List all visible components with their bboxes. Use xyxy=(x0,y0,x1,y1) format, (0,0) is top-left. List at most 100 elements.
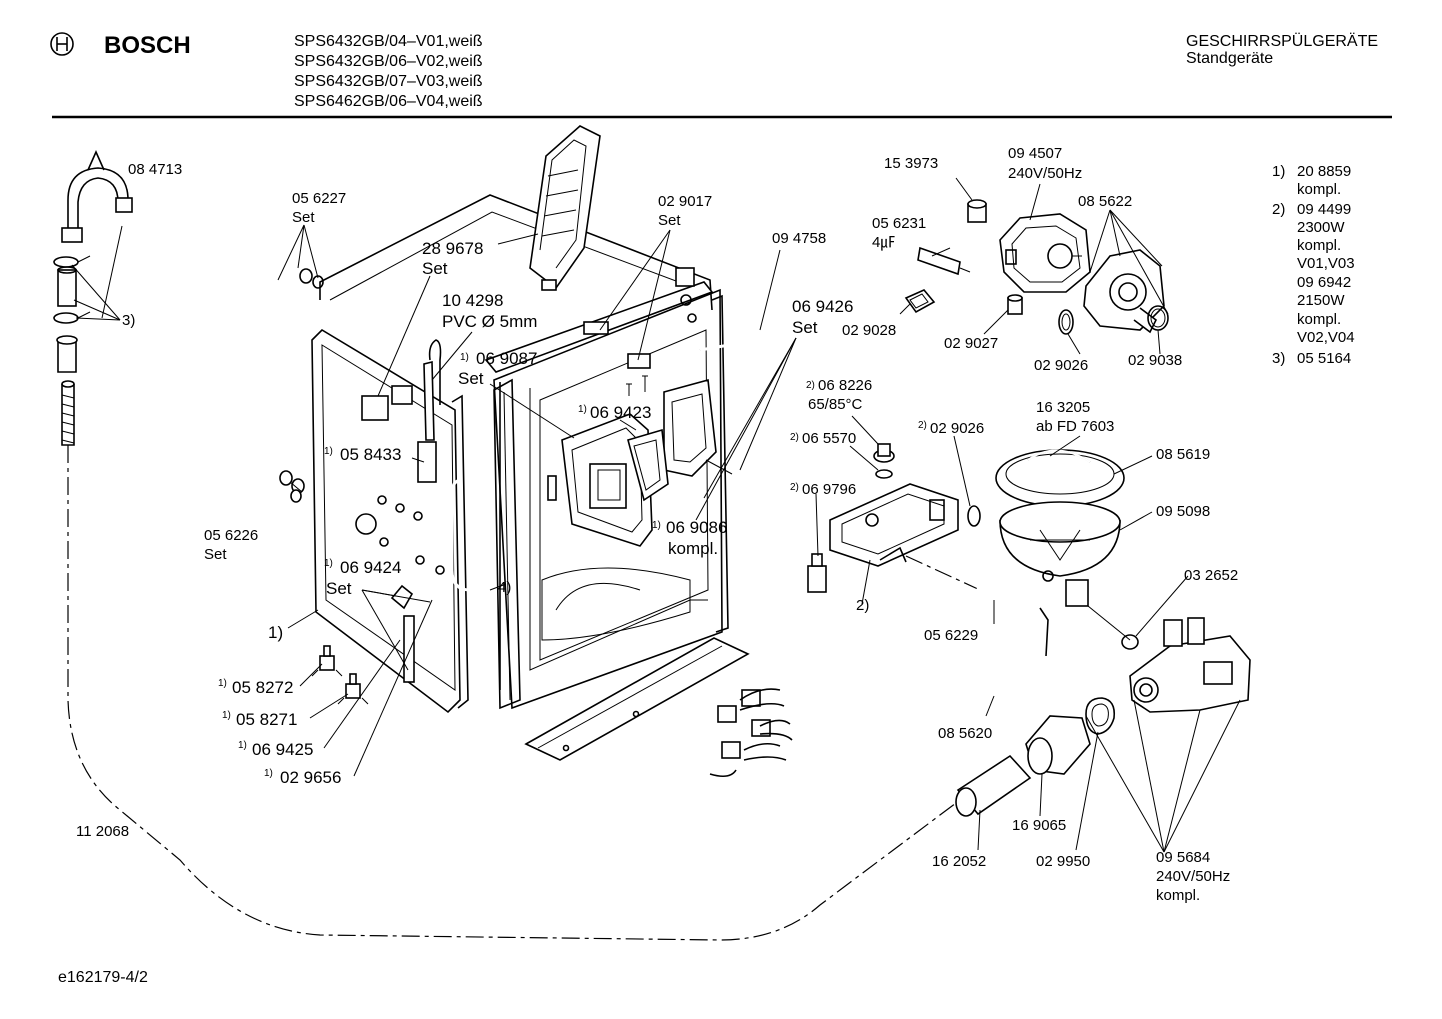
switch-069796-part xyxy=(807,553,827,593)
label-029026-b: 02 9026 xyxy=(930,420,984,437)
label-084713: 08 4713 xyxy=(128,161,182,178)
label-104298-pvc: PVC Ø 5mm xyxy=(442,312,537,331)
label-029656: 02 9656 xyxy=(280,768,341,787)
note-line: 2150W xyxy=(1297,292,1345,309)
label-058272-note: 1) xyxy=(218,678,227,689)
hose-056226-part xyxy=(253,465,305,503)
label-069087-note: 1) xyxy=(460,352,469,363)
cable-bundle-part xyxy=(709,688,793,778)
seal-strip-289678-part xyxy=(529,125,601,291)
note-line: kompl. xyxy=(1297,311,1341,328)
model-line: SPS6432GB/07–V03,weiß xyxy=(294,73,483,90)
label-056227-set: Set xyxy=(292,209,315,226)
switch-058272-part xyxy=(311,645,343,677)
label-058271: 05 8271 xyxy=(236,710,297,729)
label-163205-fd: ab FD 7603 xyxy=(1036,418,1114,435)
label-029656-note: 1) xyxy=(264,768,273,779)
label-056227: 05 6227 xyxy=(292,190,346,207)
label-069086-kompl: kompl. xyxy=(668,539,718,558)
label-068226-note: 2) xyxy=(806,380,815,391)
part-labels: 08 4713 05 6227 Set 28 9678 Set 10 4298 … xyxy=(76,145,1238,904)
label-069796: 06 9796 xyxy=(802,481,856,498)
label-029017-set: Set xyxy=(658,212,681,229)
label-069424: 06 9424 xyxy=(340,558,401,577)
sump-filter-part xyxy=(995,449,1125,607)
label-056231-capacity: 4㎌ xyxy=(872,234,895,251)
label-069424-set: Set xyxy=(326,579,352,598)
fitting-169065-part xyxy=(1025,715,1091,775)
tub-frame-part xyxy=(311,194,750,761)
label-065570-note: 2) xyxy=(790,432,799,443)
label-029026-a: 02 9026 xyxy=(1034,357,1088,374)
label-069426-set: Set xyxy=(792,318,818,337)
label-163205: 16 3205 xyxy=(1036,399,1090,416)
label-094507: 09 4507 xyxy=(1008,145,1062,162)
label-058433: 05 8433 xyxy=(340,445,401,464)
switch-058271-part xyxy=(337,673,369,705)
gasket-tube-part xyxy=(428,339,490,592)
footnotes: 1) 20 8859 kompl. 2) 09 4499 2300W kompl… xyxy=(1272,163,1355,367)
label-069423: 06 9423 xyxy=(590,403,651,422)
cap-153973-part xyxy=(967,199,987,223)
label-069425-note: 1) xyxy=(238,740,247,751)
label-058433-note: 1) xyxy=(324,446,333,457)
label-162052: 16 2052 xyxy=(932,853,986,870)
heater-housing-part xyxy=(829,483,959,567)
note-line: kompl. xyxy=(1297,237,1341,254)
drawing-number: e162179-4/2 xyxy=(58,969,148,986)
note-line: 05 5164 xyxy=(1297,350,1351,367)
hose-056229-part xyxy=(976,584,1022,608)
label-056226: 05 6226 xyxy=(204,527,258,544)
label-112068: 11 2068 xyxy=(76,823,129,840)
label-note-1: 1) xyxy=(268,623,283,642)
seal-029026-part xyxy=(1058,309,1074,335)
seal-029950-part xyxy=(1085,697,1116,735)
label-056231: 05 6231 xyxy=(872,215,926,232)
label-068226-temp: 65/85°C xyxy=(808,396,863,413)
brand-name: BOSCH xyxy=(104,32,191,59)
model-list: SPS6432GB/04–V01,weiß SPS6432GB/06–V02,w… xyxy=(294,33,483,110)
label-069424-note: 1) xyxy=(324,558,333,569)
bracket-029028-part xyxy=(904,289,936,314)
note-line: V01,V03 xyxy=(1297,255,1355,272)
label-069426: 06 9426 xyxy=(792,297,853,316)
seal-065570-part xyxy=(875,469,893,479)
label-095684-voltage: 240V/50Hz xyxy=(1156,868,1230,885)
note-number: 1) xyxy=(1272,163,1285,180)
valve-095684-part xyxy=(1129,617,1251,713)
label-065570: 06 5570 xyxy=(802,430,856,447)
category-title: GESCHIRRSPÜLGERÄTE xyxy=(1186,32,1378,50)
hose-056227-part xyxy=(267,268,324,296)
seal-029026b-part xyxy=(967,505,981,527)
hose-bracket-part xyxy=(61,150,133,243)
model-line: SPS6432GB/06–V02,weiß xyxy=(294,53,483,70)
hose-085620-part xyxy=(968,607,1050,700)
seal-032652-part xyxy=(1121,634,1139,650)
label-094758: 09 4758 xyxy=(772,230,826,247)
label-104298: 10 4298 xyxy=(442,291,503,310)
label-085620: 08 5620 xyxy=(938,725,992,742)
label-095684-kompl: kompl. xyxy=(1156,887,1200,904)
label-069086-note: 1) xyxy=(652,520,661,531)
note-line: 2300W xyxy=(1297,219,1345,236)
label-069087: 06 9087 xyxy=(476,349,537,368)
grommet-029027-part xyxy=(1007,294,1023,315)
note-line: kompl. xyxy=(1297,181,1341,198)
rinse-aid-part xyxy=(627,378,733,502)
note-line: V02,V04 xyxy=(1297,329,1355,346)
label-153973: 15 3973 xyxy=(884,155,938,172)
spray-arm-tube-part xyxy=(699,336,780,640)
model-line: SPS6462GB/06–V04,weiß xyxy=(294,93,483,110)
leader-lines xyxy=(277,177,1241,853)
motor-094507-part xyxy=(999,213,1091,293)
label-094507-voltage: 240V/50Hz xyxy=(1008,165,1082,182)
note-line: 09 4499 xyxy=(1297,201,1351,218)
note-line: 09 6942 xyxy=(1297,274,1351,291)
label-029028: 02 9028 xyxy=(842,322,896,339)
bosch-logo: BOSCH xyxy=(50,32,191,59)
label-069086: 06 9086 xyxy=(666,518,727,537)
label-095098: 09 5098 xyxy=(1156,503,1210,520)
label-085622: 08 5622 xyxy=(1078,193,1132,210)
label-058271-note: 1) xyxy=(222,710,231,721)
hose-clips-part xyxy=(53,255,91,324)
